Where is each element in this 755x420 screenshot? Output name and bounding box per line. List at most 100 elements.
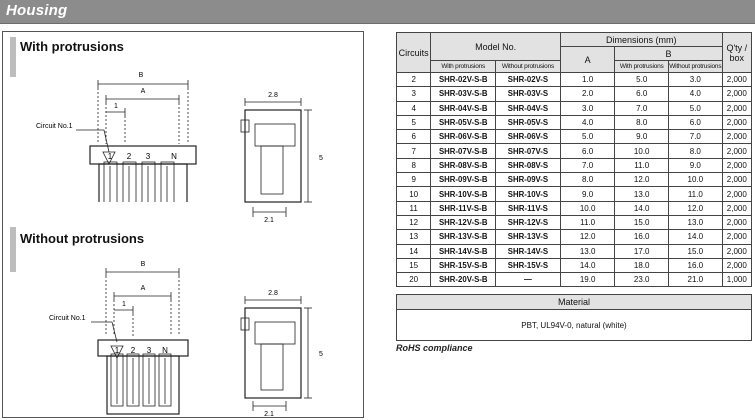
pin-n-label-2: N (162, 346, 168, 355)
cell-b-without: 11.0 (668, 186, 723, 202)
cell-b-with: 8.0 (614, 114, 670, 131)
cell-b-with: 6.0 (614, 86, 670, 102)
cell-b-without: 4.0 (668, 86, 723, 102)
cell-b-without: 16.0 (668, 257, 723, 274)
col-qty: Q'ty / box (721, 32, 753, 73)
cell-circuits: 2 (395, 71, 432, 88)
cell-a: 6.0 (559, 143, 616, 159)
cell-qty: 2,000 (721, 172, 753, 188)
cell-qty: 2,000 (721, 129, 753, 145)
dim-a-label: A (141, 88, 146, 95)
cell-b-with: 13.0 (614, 186, 670, 202)
col-b-without: Without protrusions (668, 60, 723, 73)
cell-b-with: 10.0 (614, 143, 670, 159)
cell-b-without: 5.0 (668, 100, 723, 116)
col-dimensions: Dimensions (mm) (559, 32, 723, 47)
cell-a: 8.0 (559, 172, 616, 188)
drawings-panel: With protrusions Without protrusions (2, 31, 364, 418)
side-view-without-protrusions: 2.8 5 2.1 (240, 290, 323, 418)
cell-circuits: 9 (395, 172, 432, 188)
cell-b-with: 15.0 (614, 214, 670, 231)
cell-model-with: SHR-08V-S-B (430, 157, 497, 174)
cell-model-without: SHR-11V-S (495, 200, 561, 216)
pin-1-label-2: 1 (115, 346, 120, 355)
with-protrusions-title: With protrusions (20, 39, 124, 54)
header-title: Housing (6, 2, 68, 19)
cell-b-without: 7.0 (668, 129, 723, 145)
col-b: B (614, 46, 723, 61)
cell-model-with: SHR-11V-S-B (430, 200, 497, 216)
circuit-label-2: Circuit No.1 (49, 315, 86, 322)
material-value: PBT, UL94V-0, natural (white) (396, 309, 752, 341)
cell-circuits: 11 (395, 200, 432, 216)
cell-a: 4.0 (559, 114, 616, 131)
col-model: Model No. (430, 32, 561, 61)
cell-circuits: 8 (395, 157, 432, 174)
cell-b-with: 7.0 (614, 100, 670, 116)
cell-qty: 2,000 (721, 229, 753, 245)
dim-b-label: B (139, 72, 144, 79)
cell-model-without: SHR-10V-S (495, 186, 561, 202)
cell-qty: 2,000 (721, 71, 753, 88)
cell-qty: 2,000 (721, 243, 753, 259)
col-model-without: Without protrusions (495, 60, 561, 73)
dim-1-label-2: 1 (122, 301, 126, 308)
cell-model-with: SHR-06V-S-B (430, 129, 497, 145)
cell-model-without: — (495, 272, 561, 288)
cell-b-without: 14.0 (668, 229, 723, 245)
cell-qty: 2,000 (721, 157, 753, 174)
cell-b-without: 9.0 (668, 157, 723, 174)
cell-qty: 2,000 (721, 200, 753, 216)
cell-b-with: 17.0 (614, 243, 670, 259)
cell-a: 7.0 (559, 157, 616, 174)
cell-model-with: SHR-05V-S-B (430, 114, 497, 131)
cell-model-with: SHR-04V-S-B (430, 100, 497, 116)
cell-a: 1.0 (559, 71, 616, 88)
cell-circuits: 3 (395, 86, 432, 102)
front-view-without-protrusions: B A 1 Circuit No.1 1 2 3 N (49, 261, 189, 415)
without-protrusions-title: Without protrusions (20, 231, 145, 246)
cell-circuits: 12 (395, 214, 432, 231)
cell-model-without: SHR-05V-S (495, 114, 561, 131)
cell-qty: 2,000 (721, 143, 753, 159)
pin-1-label: 1 (108, 152, 113, 161)
col-qty-line2: box (729, 52, 745, 63)
dim-a-label-2: A (141, 285, 146, 292)
cell-model-without: SHR-03V-S (495, 86, 561, 102)
cell-circuits: 10 (395, 186, 432, 202)
dim-1-label: 1 (114, 103, 118, 110)
side-view-with-protrusions: 2.8 5 2.1 (240, 92, 323, 224)
cell-model-with: SHR-10V-S-B (430, 186, 497, 202)
col-model-with: With protrusions (430, 60, 497, 73)
cell-model-with: SHR-14V-S-B (430, 243, 497, 259)
cell-b-without: 10.0 (668, 172, 723, 188)
cell-model-with: SHR-15V-S-B (430, 257, 497, 274)
side-height-label: 5 (319, 155, 323, 162)
cell-model-without: SHR-13V-S (495, 229, 561, 245)
cell-b-without: 12.0 (668, 200, 723, 216)
section-accent-with (10, 37, 16, 77)
cell-circuits: 13 (395, 229, 432, 245)
cell-a: 3.0 (559, 100, 616, 116)
cell-model-with: SHR-12V-S-B (430, 214, 497, 231)
cell-b-without: 21.0 (668, 272, 723, 288)
cell-model-with: SHR-02V-S-B (430, 71, 497, 88)
cell-a: 2.0 (559, 86, 616, 102)
cell-model-with: SHR-09V-S-B (430, 172, 497, 188)
cell-a: 5.0 (559, 129, 616, 145)
cell-a: 9.0 (559, 186, 616, 202)
spec-table: Circuits Model No. Dimensions (mm) Q'ty … (395, 32, 753, 288)
cell-model-without: SHR-04V-S (495, 100, 561, 116)
